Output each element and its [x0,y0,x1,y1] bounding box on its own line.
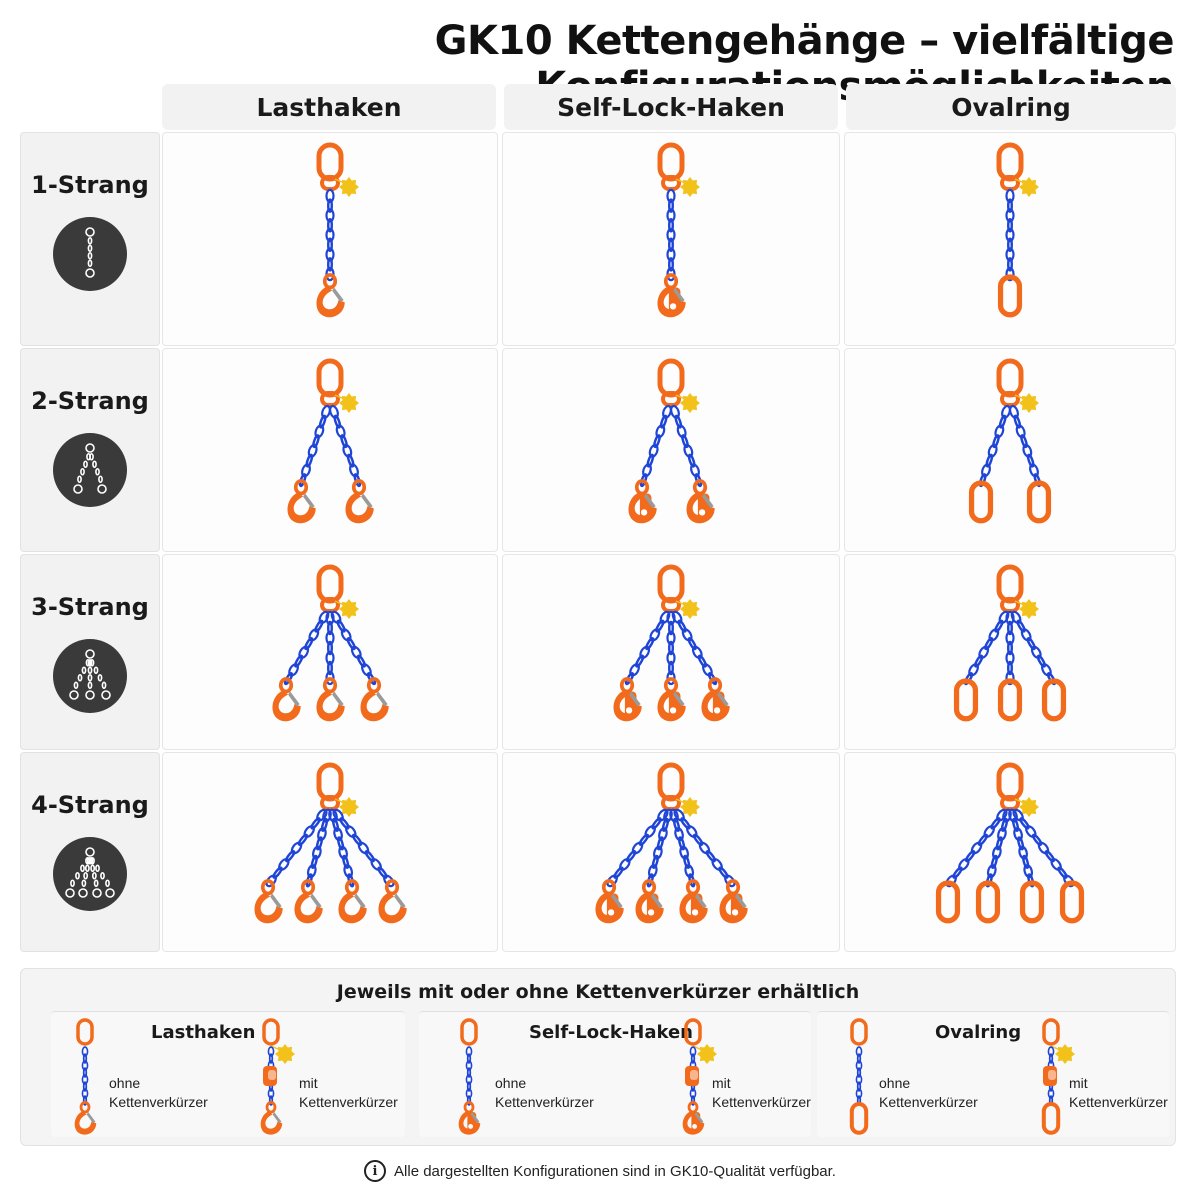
sling-4-strang-ring [844,752,1176,952]
sling-3-strang-ring [844,554,1176,750]
chain-sling-illustration [595,762,748,924]
chain-sling-icon [53,433,127,507]
option-without: ohne Kettenverkürzer [495,1075,594,1110]
shortener-title: Jeweils mit oder ohne Kettenverkürzer er… [336,981,860,1003]
option-with: mit Kettenverkürzer [1069,1075,1168,1110]
row-header-4-strang: 4-Strang [20,752,160,952]
chain-sling-illustration [254,762,407,924]
option-without: ohne Kettenverkürzer [879,1075,978,1110]
chain-sling-illustration [628,358,715,524]
sling-1-strang-ring [844,132,1176,346]
shortener-variant-lasthaken: Lasthaken ohne Kettenverkürzer mit Kette… [51,1011,405,1137]
sling-with-shortener-icon [260,1018,295,1135]
shortener-variant-ovalring: Ovalring ohne Kettenverkürzer mit Ketten… [817,1011,1169,1137]
chain-sling-illustration [996,142,1039,318]
chain-sling-illustration [272,564,389,722]
chain-sling-illustration [287,358,374,524]
footnote: i Alle dargestellten Konfigurationen sin… [0,1160,1200,1182]
variant-name: Ovalring [935,1022,1022,1043]
shortener-variant-self-lock-haken: Self-Lock-Haken ohne Kettenverkürzer mit… [419,1011,811,1137]
chain-sling-icon [53,837,127,911]
sling-without-shortener-icon [849,1018,869,1135]
sling-3-strang-selflock [502,554,840,750]
sling-3-strang-hook [162,554,498,750]
chain-sling-illustration [953,564,1067,722]
column-header-self-lock-haken: Self-Lock-Haken [504,84,838,130]
chain-sling-illustration [316,142,359,318]
sling-without-shortener-icon [74,1018,97,1135]
sling-1-strang-hook [162,132,498,346]
row-label: 4-Strang [31,791,149,819]
variant-name: Lasthaken [151,1022,256,1043]
sling-1-strang-selflock [502,132,840,346]
sling-4-strang-hook [162,752,498,952]
option-without: ohne Kettenverkürzer [109,1075,208,1110]
sling-2-strang-selflock [502,348,840,552]
chain-sling-illustration [657,142,700,318]
chain-sling-illustration [613,564,730,722]
row-header-2-strang: 2-Strang [20,348,160,552]
sling-4-strang-selflock [502,752,840,952]
option-with: mit Kettenverkürzer [712,1075,811,1110]
shortener-panel: Jeweils mit oder ohne Kettenverkürzer er… [20,968,1176,1146]
column-header-ovalring: Ovalring [846,84,1176,130]
variant-name: Self-Lock-Haken [529,1022,693,1043]
chain-sling-icon [53,217,127,291]
row-label: 1-Strang [31,171,149,199]
option-with: mit Kettenverkürzer [299,1075,398,1110]
sling-2-strang-ring [844,348,1176,552]
chain-sling-illustration [968,358,1052,524]
chain-sling-icon [53,639,127,713]
row-header-3-strang: 3-Strang [20,554,160,750]
row-header-1-strang: 1-Strang [20,132,160,346]
sling-without-shortener-icon [458,1018,481,1135]
info-icon: i [364,1160,387,1182]
row-label: 2-Strang [31,387,149,415]
sling-with-shortener-icon [1041,1018,1075,1135]
footnote-text: Alle dargestellten Konfigurationen sind … [394,1162,836,1180]
row-label: 3-Strang [31,593,149,621]
chain-sling-illustration [935,762,1085,924]
column-header-lasthaken: Lasthaken [162,84,496,130]
sling-with-shortener-icon [682,1018,717,1135]
sling-2-strang-hook [162,348,498,552]
